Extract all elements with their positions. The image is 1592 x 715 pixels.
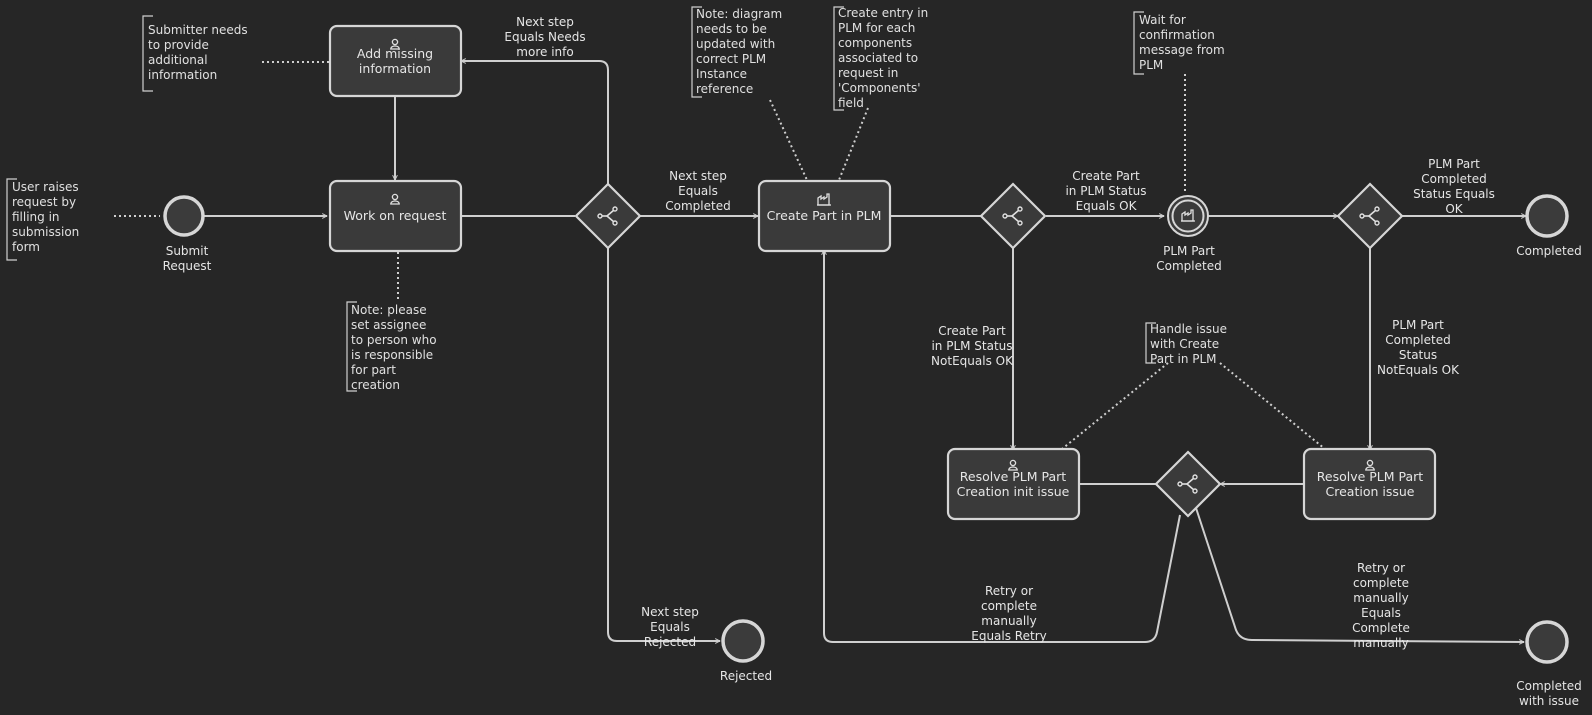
end-event-completed[interactable]: Completed: [1516, 194, 1582, 258]
task-label: Create Part in PLM: [767, 208, 882, 223]
task-work-on-request[interactable]: Work on request: [328, 179, 463, 253]
task-create-part-in-plm[interactable]: Create Part in PLM: [757, 179, 892, 253]
annotation-brackets: [6, 6, 1156, 392]
gateway-retry-or-complete[interactable]: [1154, 450, 1222, 518]
flow-gateway-to-rejected[interactable]: [607, 248, 720, 641]
gateway-plm-part-completed-status[interactable]: [1336, 182, 1404, 250]
gateway-next-step[interactable]: [574, 182, 642, 250]
event-label: Completed: [1516, 244, 1581, 258]
flow-gateway-to-add[interactable]: [461, 61, 609, 184]
end-event-rejected[interactable]: Rejected: [720, 619, 772, 683]
flow-gateway4-complete-manually[interactable]: [1195, 507, 1524, 642]
associations: [114, 61, 1326, 450]
sequence-flows: [204, 61, 1526, 642]
flow-gateway4-retry[interactable]: [824, 250, 1181, 643]
gateway-create-part-status[interactable]: [979, 182, 1047, 250]
event-label: Rejected: [720, 669, 772, 683]
task-label: Work on request: [344, 208, 447, 223]
